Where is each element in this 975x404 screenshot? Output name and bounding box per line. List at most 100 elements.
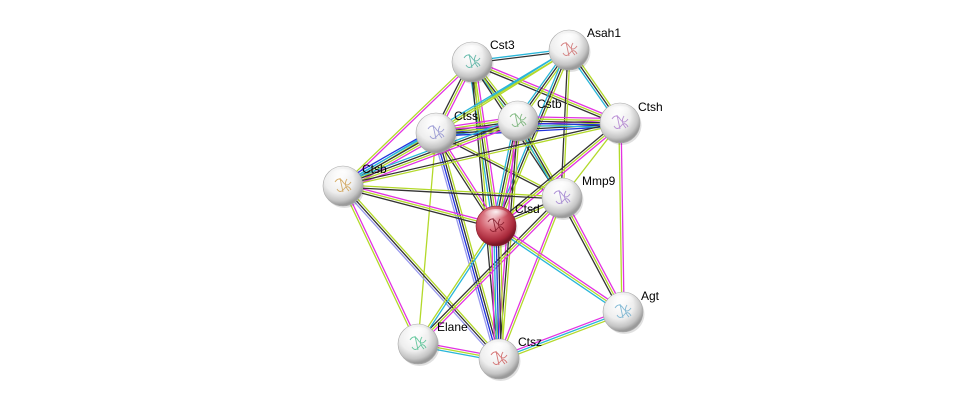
edge-evidence-lime: [343, 123, 621, 188]
edge-evidence-black: [342, 186, 562, 200]
edge-evidence-magenta: [563, 196, 626, 312]
edge-evidence-lime: [471, 61, 621, 124]
edge-cst3-ctsb[interactable]: [341, 60, 474, 188]
node-label-ctss: Ctss: [454, 109, 478, 123]
sphere-highlight: [330, 169, 356, 183]
sphere-highlight: [483, 209, 509, 223]
edge-evidence-magenta: [496, 223, 625, 311]
edge-evidence-black: [342, 121, 620, 186]
node-label-ctsb: Ctsb: [362, 162, 387, 176]
edge-evidence-magenta: [620, 122, 625, 312]
edge-ctsh-ctsd[interactable]: [494, 120, 622, 229]
edge-evidence-cyan: [498, 311, 624, 360]
edge-evidence-black: [470, 62, 496, 227]
edge-ctsd-agt[interactable]: [494, 223, 625, 315]
edge-evidence-magenta: [343, 183, 497, 225]
node-cst3[interactable]: Cst3: [451, 38, 515, 84]
node-label-agt: Agt: [641, 289, 660, 303]
edge-mmp9-elane[interactable]: [415, 195, 565, 347]
edge-ctsb-mmp9[interactable]: [342, 184, 563, 200]
edge-ctsb-ctsd[interactable]: [342, 183, 497, 229]
node-mmp9[interactable]: Mmp9: [541, 174, 616, 220]
node-label-cstb: Cstb: [537, 97, 562, 111]
edge-evidence-black: [342, 185, 500, 360]
edge-ctss-ctsz[interactable]: [432, 131, 503, 361]
edge-evidence-magenta: [472, 59, 622, 122]
edge-evidence-lime: [495, 122, 621, 227]
edge-mmp9-ctsz[interactable]: [497, 197, 564, 360]
sphere-highlight: [556, 33, 582, 47]
edge-evidence-cyan: [493, 226, 498, 360]
edge-ctsd-elane[interactable]: [416, 225, 498, 345]
edge-ctss-elane[interactable]: [417, 132, 437, 345]
node-agt[interactable]: Agt: [602, 289, 660, 334]
edge-evidence-black: [436, 132, 501, 359]
edge-ctsb-elane[interactable]: [341, 185, 420, 345]
edge-evidence-magenta: [497, 197, 562, 359]
node-asah1[interactable]: Asah1: [548, 26, 621, 72]
sphere-highlight: [505, 104, 531, 118]
edge-evidence-lavender: [432, 133, 497, 361]
edge-evidence-lime: [342, 185, 497, 227]
node-ctsh[interactable]: Ctsh: [599, 100, 663, 145]
node-label-mmp9: Mmp9: [582, 174, 616, 188]
node-label-ctsz: Ctsz: [518, 335, 542, 349]
edge-evidence-black: [494, 120, 620, 225]
edge-evidence-lime: [341, 186, 418, 345]
node-ctsb[interactable]: Ctsb: [322, 162, 387, 208]
edge-evidence-black: [342, 187, 496, 229]
edge-evidence-lime: [341, 60, 472, 186]
sphere-highlight: [459, 45, 485, 59]
edge-evidence-black: [415, 195, 561, 343]
edge-ctsz-agt[interactable]: [497, 309, 625, 362]
edge-evidence-magenta: [419, 199, 565, 347]
node-cstb[interactable]: Cstb: [497, 97, 562, 143]
edge-evidence-lime: [343, 121, 519, 188]
edge-evidence-magenta: [343, 62, 474, 188]
edge-ctsh-agt[interactable]: [618, 122, 625, 313]
sphere-highlight: [610, 295, 636, 309]
edge-evidence-lime: [499, 313, 625, 362]
edge-evidence-lime: [343, 184, 563, 198]
edge-cst3-ctsh[interactable]: [470, 59, 622, 126]
edge-evidence-magenta: [497, 309, 623, 358]
edge-evidence-black: [497, 225, 502, 359]
sphere-highlight: [549, 181, 575, 195]
edge-mmp9-agt[interactable]: [559, 196, 626, 314]
node-label-asah1: Asah1: [587, 26, 621, 40]
edge-evidence-magenta: [490, 226, 496, 360]
edge-evidence-cyan: [494, 227, 623, 315]
sphere-highlight: [607, 106, 633, 120]
edge-evidence-cyan: [418, 226, 498, 345]
edge-ctsd-ctsz[interactable]: [490, 225, 505, 360]
edge-evidence-lime: [499, 225, 505, 359]
edge-evidence-black: [342, 119, 518, 186]
edge-evidence-black: [470, 63, 620, 126]
edge-evidence-lime: [417, 132, 437, 345]
node-ctss[interactable]: Ctss: [415, 109, 478, 155]
node-label-ctsd: Ctsd: [515, 202, 540, 216]
edge-evidence-lavender: [340, 187, 498, 361]
sphere-highlight: [486, 342, 512, 356]
node-label-cst3: Cst3: [490, 38, 515, 52]
edge-evidence-lime: [416, 225, 496, 344]
edge-ctsb-ctsz[interactable]: [340, 184, 502, 361]
node-ctsd[interactable]: Ctsd: [475, 202, 540, 248]
edge-evidence-lime: [499, 198, 564, 360]
node-label-elane: Elane: [437, 320, 468, 334]
edge-evidence-lime: [495, 225, 624, 313]
edge-evidence-blue: [434, 133, 499, 360]
edge-ctsh-ctsb[interactable]: [342, 121, 621, 188]
node-elane[interactable]: Elane: [397, 320, 468, 366]
node-ctsz[interactable]: Ctsz: [478, 335, 542, 381]
sphere-highlight: [405, 327, 431, 341]
edge-evidence-blue: [495, 225, 500, 360]
edge-evidence-magenta: [474, 61, 500, 226]
edge-evidence-lime: [344, 184, 502, 358]
edge-evidence-black: [559, 198, 622, 314]
edge-evidence-lime: [417, 197, 563, 345]
edge-evidence-magenta: [343, 185, 420, 344]
edge-evidence-magenta: [496, 124, 622, 229]
